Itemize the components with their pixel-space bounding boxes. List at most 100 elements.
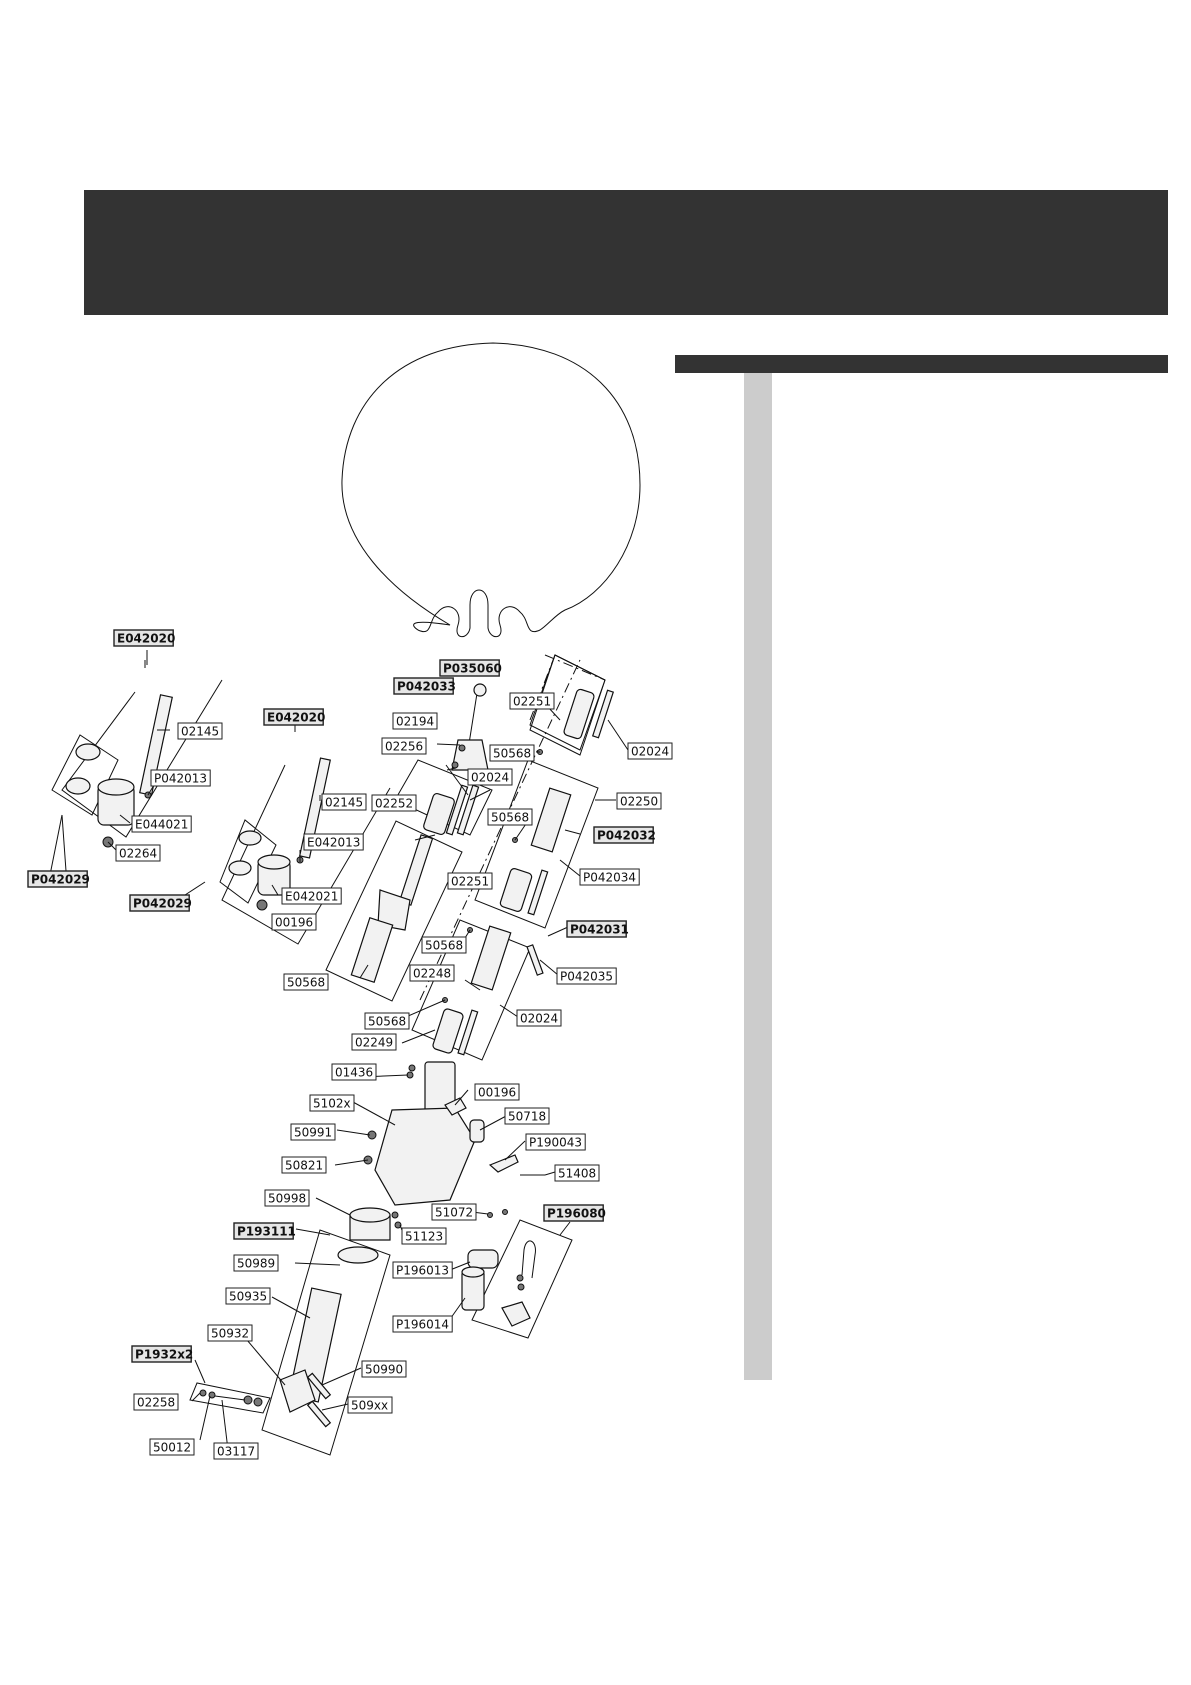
part-label: 02256 [381,737,427,755]
part-label: E042013 [303,833,364,851]
base-housing [349,1061,545,1241]
part-label: 50568 [421,936,467,954]
part-number-text: 00196 [478,1086,516,1100]
part-label-box [509,692,555,710]
part-label: 50991 [290,1123,336,1141]
part-label-box [392,1261,453,1279]
part-label: P035060 [439,659,502,677]
part-label: P042033 [393,677,456,695]
part-label-box [504,1107,550,1125]
part-label-box [525,1133,586,1151]
part-labels: E04202002145P042013E04402102264P042029E0… [27,629,673,1460]
middle-left-assembly [219,757,391,945]
part-label: 50821 [281,1156,327,1174]
part-number-text: 02024 [520,1012,558,1026]
part-label: 02024 [516,1009,562,1027]
part-label-box [627,742,673,760]
part-label-box [263,708,324,726]
part-label: 50990 [361,1360,407,1378]
part-label-box [290,1123,336,1141]
part-label: 02249 [351,1033,397,1051]
part-label-box [556,967,617,985]
part-label: 5102x [309,1094,355,1112]
part-number-text: 02256 [385,740,423,754]
part-label-box [321,793,367,811]
part-number-text: 50990 [365,1363,403,1377]
part-number-text: P196080 [547,1207,606,1221]
part-number-text: P042029 [133,897,192,911]
part-label-box [393,677,454,695]
part-label-box [361,1360,407,1378]
part-label-box [150,769,211,787]
part-label-box [207,1324,253,1342]
part-number-text: 50568 [425,939,463,953]
part-number-text: 51123 [405,1230,443,1244]
part-label: 50718 [504,1107,550,1125]
part-label-box [579,868,640,886]
part-label-box [616,792,662,810]
part-label: P042032 [593,826,656,844]
part-label-box [347,1396,393,1414]
part-label: P196080 [543,1204,606,1222]
part-number-text: 02249 [355,1036,393,1050]
part-number-text: 509xx [351,1399,388,1413]
part-label-box [113,629,174,647]
part-number-text: P035060 [443,662,502,676]
part-number-text: P042033 [397,680,456,694]
part-label-box [149,1438,195,1456]
part-label-box [421,936,467,954]
part-label-box [439,659,500,677]
handle-assembly [461,1219,573,1339]
part-label: 02145 [177,722,223,740]
part-label-box [133,1393,179,1411]
part-label-box [474,1083,520,1101]
part-label-box [331,1063,377,1081]
part-number-text: P042035 [560,970,613,984]
part-label: 02194 [392,712,438,730]
part-number-text: 50991 [294,1126,332,1140]
part-label: P042029 [27,870,90,888]
part-number-text: 50932 [211,1327,249,1341]
part-label-box [409,964,455,982]
part-label-box [381,737,427,755]
part-label-box [351,1033,397,1051]
part-label-box [566,920,627,938]
part-label-box [131,1345,192,1363]
part-label-box [233,1222,294,1240]
part-label: 51072 [431,1203,477,1221]
part-label: 00196 [474,1083,520,1101]
part-label-box [392,1315,453,1333]
part-label: 50935 [225,1287,271,1305]
part-number-text: 50568 [287,976,325,990]
part-number-text: P193111 [237,1225,296,1239]
part-label-box [129,894,190,912]
part-number-text: 02252 [375,797,413,811]
part-label: E042020 [113,629,175,647]
part-number-text: 50568 [368,1015,406,1029]
part-number-text: E042020 [117,632,175,646]
part-label: E042021 [281,887,342,905]
part-label: E042020 [263,708,325,726]
part-label-box [115,844,161,862]
part-label-box [431,1203,477,1221]
part-number-text: 02264 [119,847,157,861]
part-label: P042035 [556,967,617,985]
part-label: 02250 [616,792,662,810]
part-label: P196013 [392,1261,453,1279]
part-label: 51408 [554,1164,600,1182]
part-number-text: 02258 [137,1396,175,1410]
part-label-box [177,722,223,740]
left-assembly [49,660,223,876]
part-number-text: 5102x [313,1097,351,1111]
part-number-text: 50821 [285,1159,323,1173]
part-label: 50932 [207,1324,253,1342]
part-label: P042029 [129,894,192,912]
part-number-text: 02194 [396,715,434,729]
part-label: P042031 [566,920,629,938]
part-number-text: 50998 [268,1192,306,1206]
part-label-box [271,913,317,931]
part-label-box [371,794,417,812]
seat-outline [341,342,641,638]
part-label-box [281,887,342,905]
